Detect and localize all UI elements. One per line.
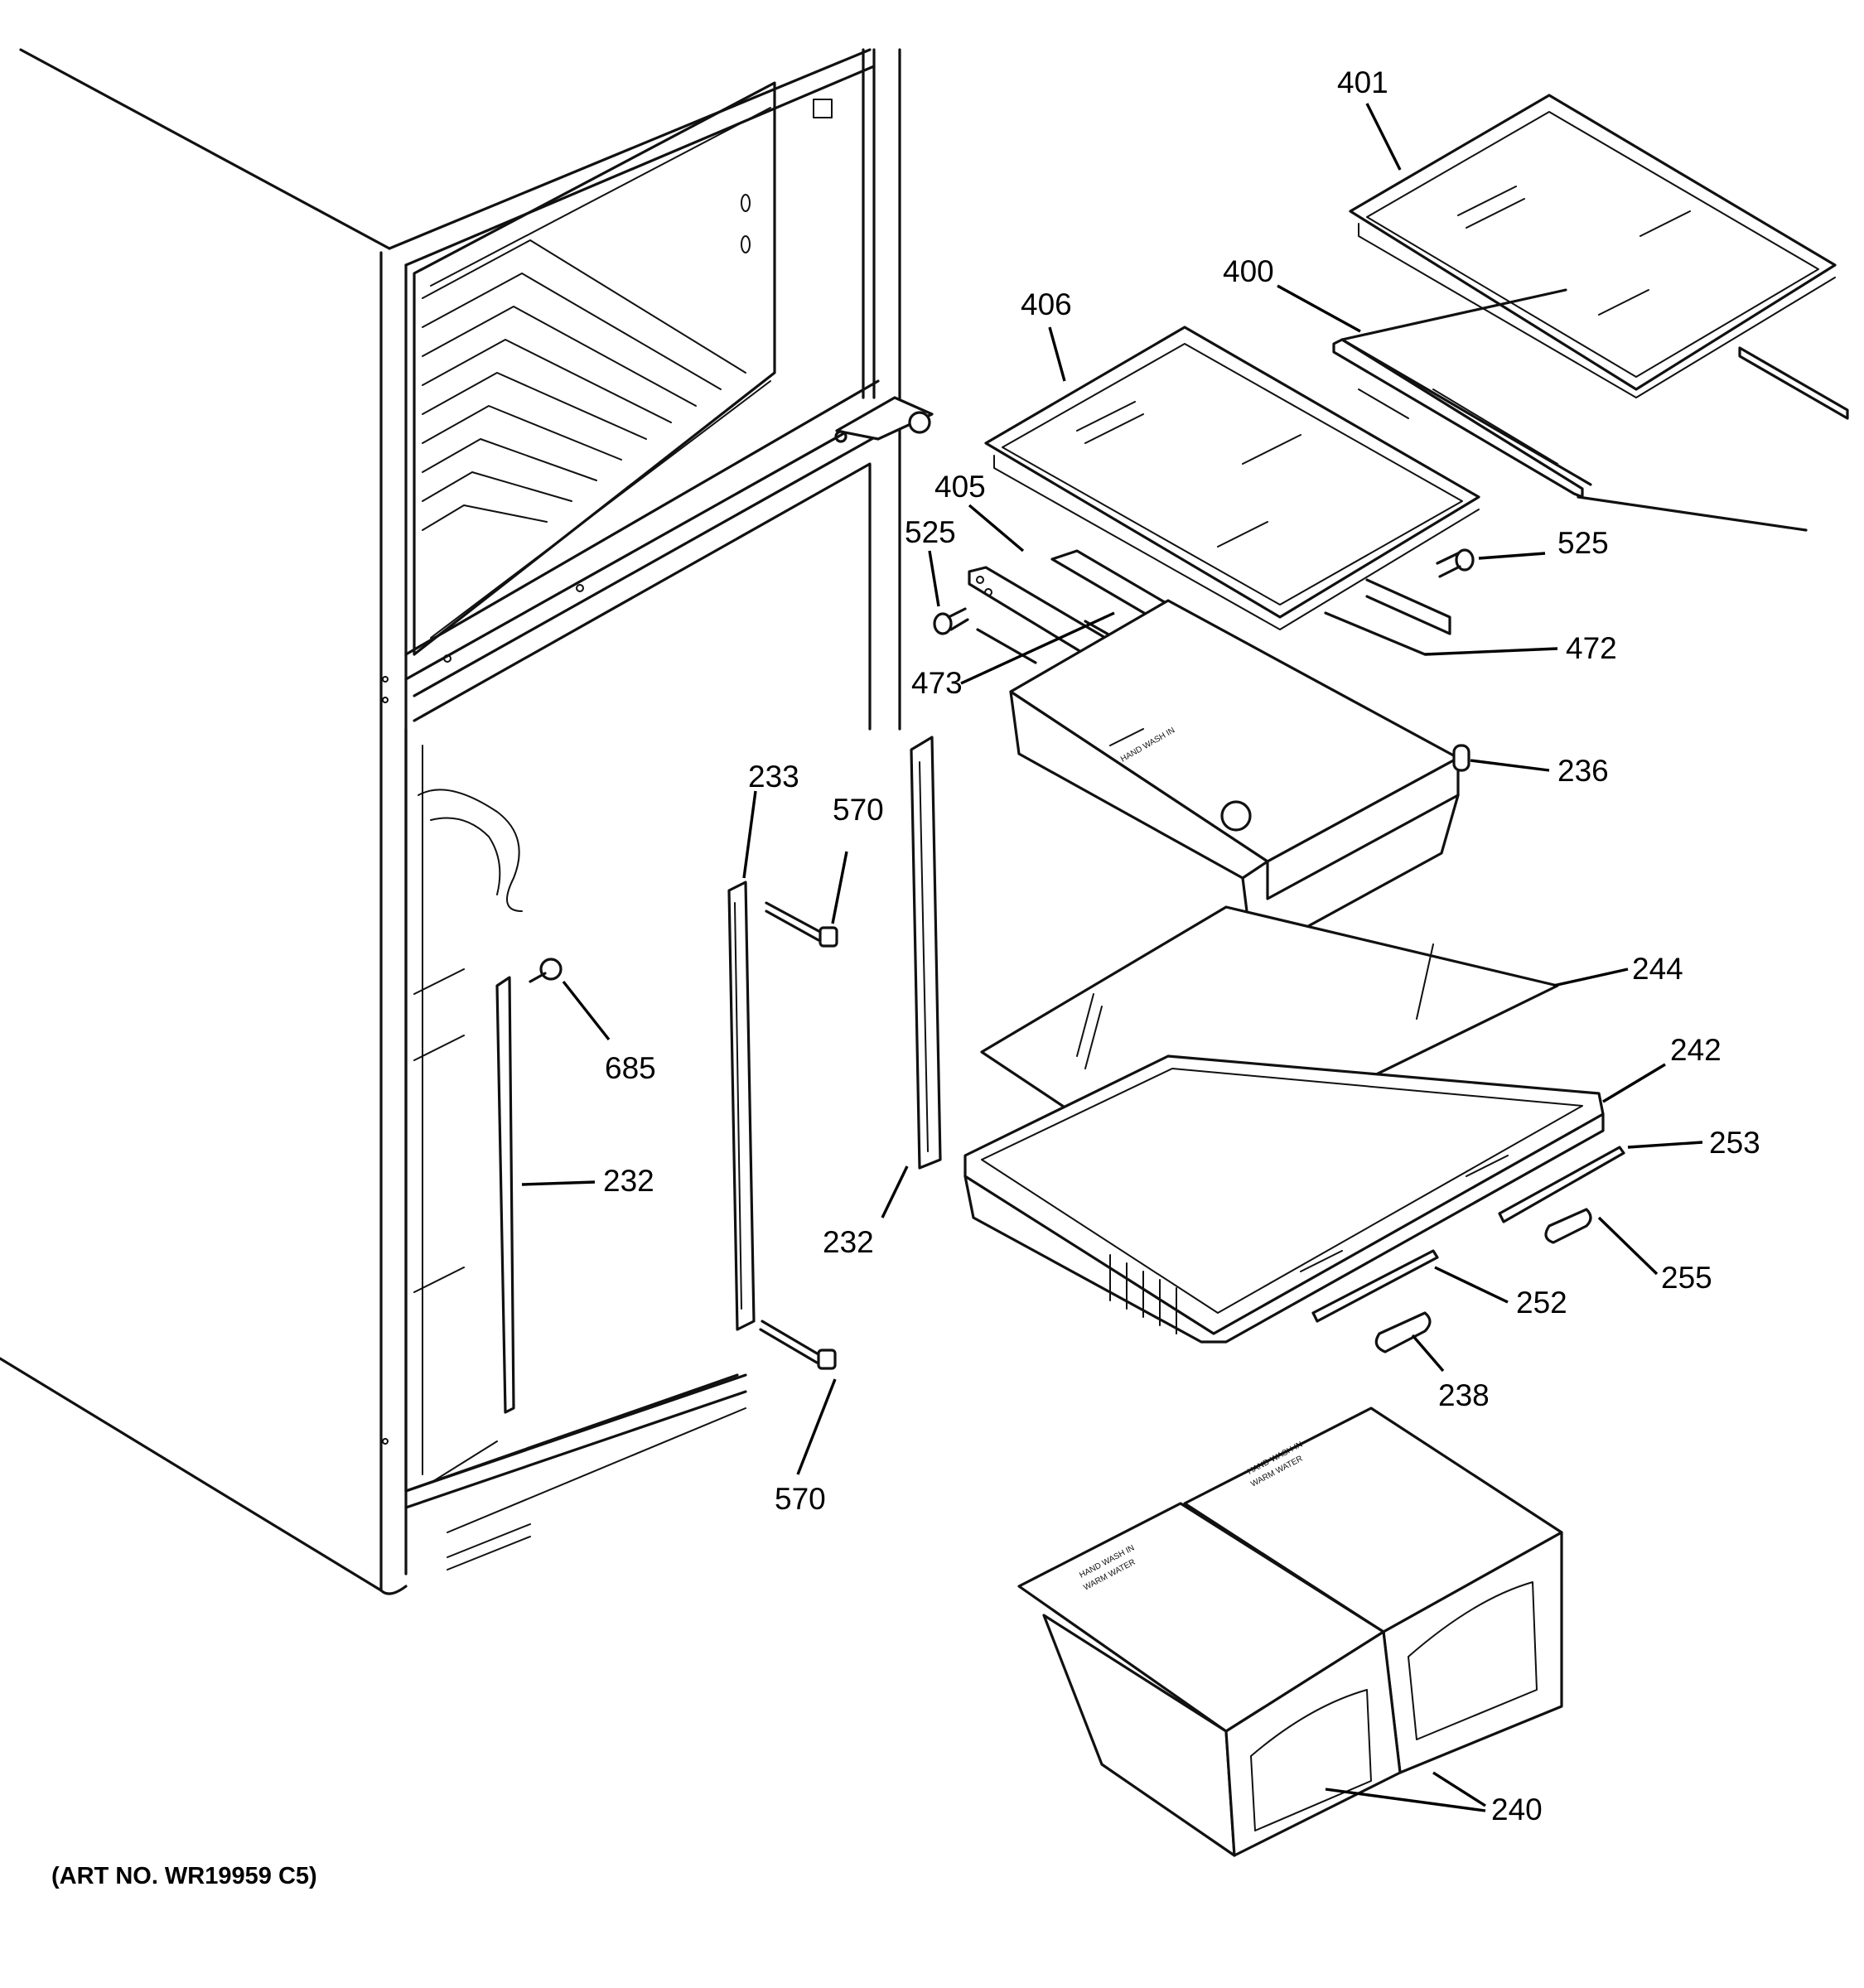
callout-233: 233 — [748, 760, 799, 794]
slide-253 — [1498, 1146, 1625, 1223]
callout-401: 401 — [1337, 65, 1388, 99]
slide-252 — [1311, 1249, 1439, 1323]
callout-255: 255 — [1661, 1261, 1712, 1295]
callout-242: 242 — [1670, 1033, 1722, 1067]
callout-253: 253 — [1709, 1126, 1760, 1160]
callout-252: 252 — [1516, 1286, 1567, 1320]
callout-473: 473 — [911, 666, 963, 700]
screw-525-right — [1436, 548, 1475, 578]
rail-233 — [727, 881, 756, 1331]
art-number-caption: (ART NO. WR19959 C5) — [51, 1863, 317, 1889]
drawer-240-left: HAND WASH IN WARM WATER — [1017, 1502, 1402, 1857]
screw-570-bottom — [759, 1320, 837, 1370]
rail-232-left — [495, 976, 515, 1414]
rail-232-right — [910, 736, 942, 1170]
refrigerator-cabinet — [0, 48, 934, 1595]
callout-238: 238 — [1438, 1378, 1490, 1412]
pan-frame-242 — [963, 1054, 1605, 1344]
screw-525-left — [933, 607, 969, 635]
roller-238 — [1374, 1311, 1432, 1353]
callout-244: 244 — [1632, 952, 1683, 986]
callout-525-left: 525 — [905, 515, 956, 549]
callout-405: 405 — [934, 470, 986, 504]
screw-685 — [529, 958, 563, 983]
callout-685: 685 — [605, 1051, 656, 1085]
shelf-401 — [1349, 94, 1837, 398]
callout-570-top: 570 — [833, 793, 884, 827]
roller-255 — [1544, 1208, 1592, 1244]
leader-lines — [521, 103, 1703, 1812]
meat-pan-236: HAND WASH IN — [1009, 599, 1470, 950]
callout-232-right: 232 — [823, 1225, 874, 1259]
callout-236: 236 — [1557, 754, 1609, 788]
shelf-406 — [984, 326, 1480, 630]
callout-232-left: 232 — [603, 1164, 654, 1198]
shelf-frame-400 — [1332, 288, 1849, 532]
callout-406: 406 — [1021, 287, 1072, 321]
callout-400: 400 — [1223, 254, 1274, 288]
drawer-240-right: HAND WASH IN WARM WATER — [1183, 1407, 1563, 1774]
callout-labels: 401 400 406 405 525 525 472 473 236 233 … — [603, 65, 1760, 1826]
screw-570-top — [765, 901, 838, 948]
callout-472: 472 — [1566, 631, 1617, 665]
callout-240: 240 — [1491, 1793, 1543, 1826]
callout-570-bottom: 570 — [775, 1482, 826, 1516]
callout-525-right: 525 — [1557, 526, 1609, 560]
